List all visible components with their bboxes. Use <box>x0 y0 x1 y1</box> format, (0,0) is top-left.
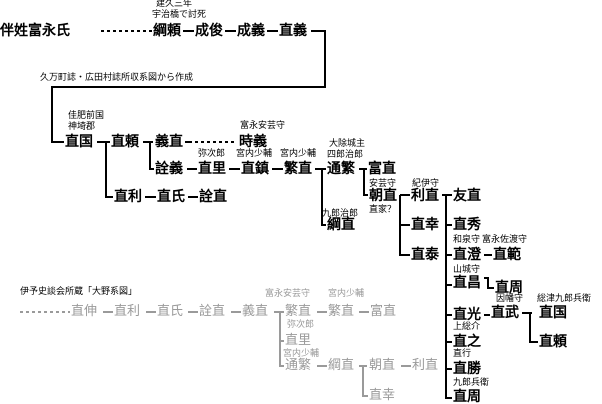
person-naomasa: 直昌 <box>453 275 481 291</box>
person-naochika2: 直周 <box>453 389 481 404</box>
person-tomonao: 朝直 <box>369 188 397 204</box>
note-yajiro: 弥次郎 <box>198 149 226 159</box>
person-naoyori2: 直頼 <box>539 334 567 350</box>
person-tomonao2: 友直 <box>453 188 481 204</box>
person-naoyasu: 直泰 <box>411 247 439 263</box>
person-naomitsu: 直光 <box>453 307 481 323</box>
note-jinsai: 神埼郡 <box>68 122 96 132</box>
person-tsunanao: 綱直 <box>327 217 355 233</box>
person-yoshinao: 義直 <box>155 134 183 150</box>
person-tsushige: 通繁 <box>327 161 355 177</box>
person-naouji: 直氏 <box>157 189 185 205</box>
note-kunaishoyu2: 宮内少輔 <box>280 149 317 159</box>
person-nariyoshi: 成義 <box>237 23 265 39</box>
person-naozumi: 直澄 <box>453 247 481 263</box>
alt-person-1: 直伸 <box>71 304 98 319</box>
note-sado: 富永佐渡守 <box>482 235 528 245</box>
person-naoshige: 直鎮 <box>241 161 269 177</box>
person-naritoshi: 成俊 <box>195 23 223 39</box>
note-sotsu: 総津九郎兵衛 <box>537 294 592 304</box>
person-naochika: 直周 <box>495 280 523 296</box>
title: 伴姓富永氏 <box>0 23 70 39</box>
person-kuninao: 直国 <box>539 305 567 321</box>
note-kurojiro: 九郎治郎 <box>322 209 359 219</box>
person-shigenao: 繁直 <box>284 161 312 177</box>
note-ujibashi: 宇治橋で討死 <box>152 10 207 20</box>
alt-source-note: 伊予史談会所蔵「大野系図」 <box>20 287 138 297</box>
alt-lines <box>20 311 411 397</box>
note-izumi: 和泉守 <box>453 235 481 245</box>
alt-person-7: 繁直 <box>328 304 355 319</box>
alt-note-1: 富永安芸守 <box>265 289 311 299</box>
person-toshinao: 利直 <box>411 188 439 204</box>
note-kunaishoyu1: 宮内少輔 <box>236 149 273 159</box>
person-naoyoshi: 直義 <box>279 23 307 39</box>
alt-note-4: 宮内少輔 <box>283 349 320 359</box>
person-tokiyoshi: 時義 <box>239 134 267 150</box>
source-note: 久万町誌・広田村誌所収系図から作成 <box>40 73 194 83</box>
person-tominao: 富直 <box>368 161 396 177</box>
main-lines <box>51 30 538 399</box>
note-kurobei: 九郎兵衛 <box>453 378 490 388</box>
person-naoyuki2: 直之 <box>453 334 481 350</box>
note-shirojiro: 四郎治郎 <box>327 150 364 160</box>
person-naotoshi: 直利 <box>114 189 142 205</box>
person-naosato: 直里 <box>198 161 226 177</box>
alt-person-13: 利直 <box>412 358 439 373</box>
person-naokatsu: 直勝 <box>453 361 481 377</box>
note-inaba: 因幡守 <box>496 294 524 304</box>
alt-person-8: 富直 <box>370 304 397 319</box>
person-noriao: 詮直 <box>199 189 227 205</box>
person-naotake: 直武 <box>491 305 519 321</box>
alt-person-5: 義直 <box>242 304 269 319</box>
alt-person-11: 綱直 <box>328 358 355 373</box>
alt-person-2: 直利 <box>114 304 141 319</box>
person-naoyuki: 直幸 <box>411 217 439 233</box>
note-ogushi: 大除城主 <box>329 139 366 149</box>
alt-person-6: 繁直 <box>285 304 312 319</box>
note-naoyuki-n: 直行 <box>453 349 472 359</box>
note-aki1: 富永安芸守 <box>240 121 286 131</box>
note-hizen: 佳肥前国 <box>68 111 105 121</box>
note-yamashiro: 山城守 <box>453 265 481 275</box>
person-tsunayori: 綱頼 <box>153 23 181 39</box>
person-noriyoshi: 詮義 <box>155 161 183 177</box>
alt-person-9: 直里 <box>285 333 312 348</box>
note-kazue: 上総介 <box>453 322 481 332</box>
person-naokuni: 直国 <box>65 134 93 150</box>
note-kenkyu: 建久三年 <box>156 0 193 9</box>
note-naoie: 直家？ <box>369 205 397 215</box>
alt-person-14: 直幸 <box>369 388 396 403</box>
person-naoyori: 直頼 <box>111 134 139 150</box>
alt-note-3: 弥次郎 <box>287 320 315 330</box>
note-kiinokami: 紀伊守 <box>412 179 440 189</box>
alt-person-12: 朝直 <box>369 358 396 373</box>
person-naohide: 直秀 <box>453 217 481 233</box>
alt-person-4: 詮直 <box>199 304 226 319</box>
note-aki2: 安芸守 <box>369 179 397 189</box>
person-naonori: 直範 <box>493 247 521 263</box>
alt-person-10: 通繁 <box>285 358 312 373</box>
alt-note-2: 宮内少輔 <box>328 289 365 299</box>
alt-person-3: 直氏 <box>157 304 184 319</box>
